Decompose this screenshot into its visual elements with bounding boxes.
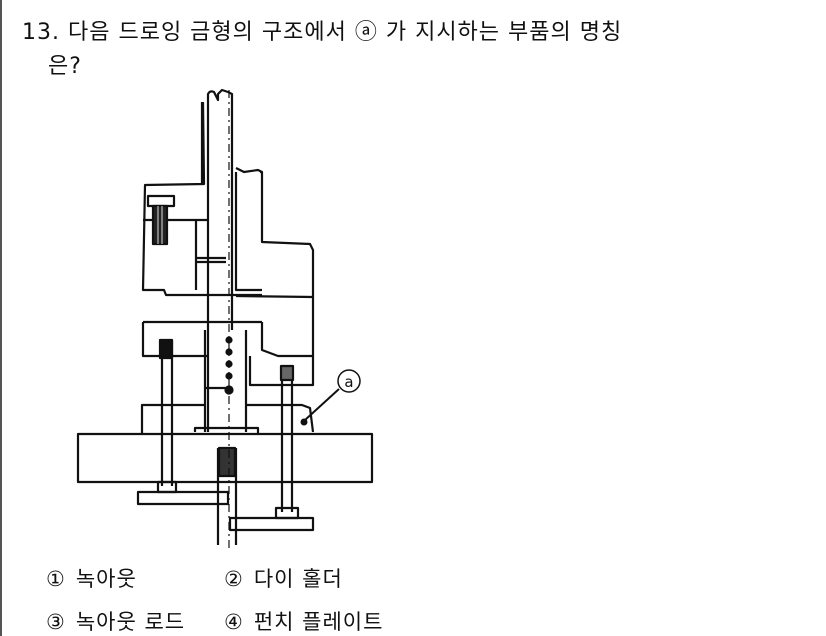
option-1-text: 녹아웃	[75, 567, 137, 591]
question-text: 다음 드로잉 금형의 구조에서 ⓐ 가 지시하는 부품의 명칭	[68, 20, 623, 45]
question-line-1: 13. 다음 드로잉 금형의 구조에서 ⓐ 가 지시하는 부품의 명칭	[22, 14, 622, 46]
option-2[interactable]: ② 다이 홀더	[224, 563, 343, 593]
drawing-die-diagram: a	[76, 88, 374, 550]
option-3-number: ③	[46, 610, 66, 634]
option-2-text: 다이 홀더	[253, 567, 343, 591]
option-1[interactable]: ① 녹아웃	[46, 563, 137, 593]
option-3[interactable]: ③ 녹아웃 로드	[46, 606, 185, 636]
option-4-text: 펀치 플레이트	[253, 610, 384, 634]
question-number: 13.	[22, 20, 60, 45]
label-a-callout: a	[300, 369, 361, 426]
question-line-2: 은?	[48, 54, 82, 79]
option-3-text: 녹아웃 로드	[75, 610, 186, 634]
option-1-number: ①	[46, 567, 66, 591]
option-4[interactable]: ④ 펀치 플레이트	[224, 606, 383, 636]
svg-text:a: a	[344, 373, 353, 391]
option-2-number: ②	[224, 567, 244, 591]
option-4-number: ④	[224, 610, 244, 634]
